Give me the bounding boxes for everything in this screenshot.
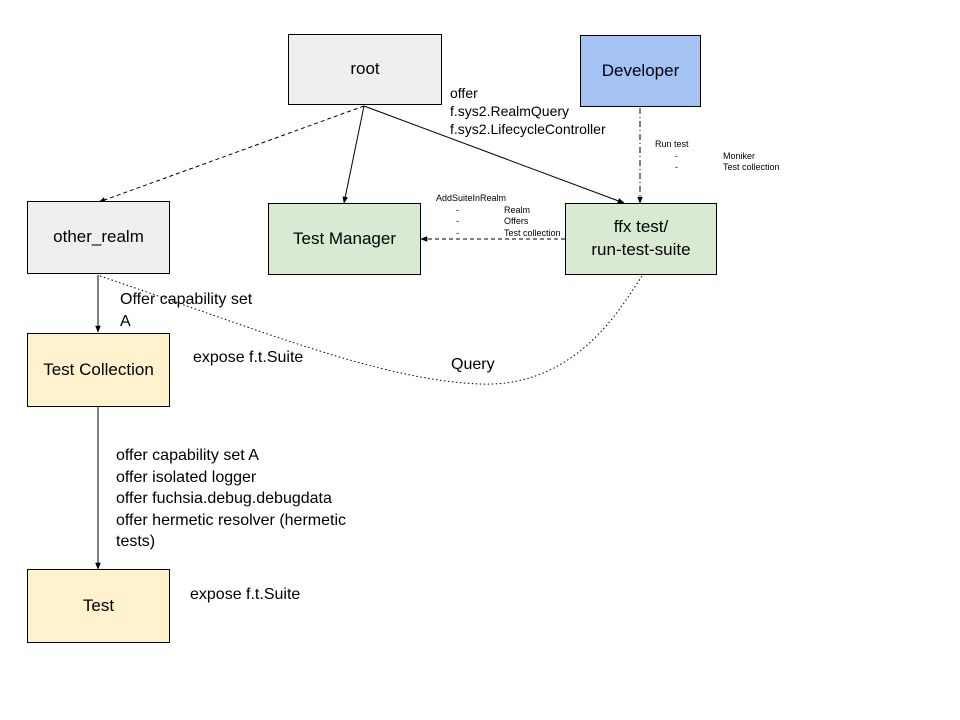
label-expose-test: expose f.t.Suite xyxy=(190,586,301,603)
edge-root-to-ffx xyxy=(363,105,625,204)
label-add-suite: AddSuiteInRealm Realm Offers Test collec… xyxy=(436,193,561,240)
label-run-test-item: Moniker xyxy=(675,151,780,163)
node-ffx-label-line1: ffx test/ xyxy=(613,217,669,237)
node-test: Test xyxy=(27,569,170,643)
label-root-offer-line: f.sys2.LifecycleController xyxy=(450,121,606,138)
label-test-offers-line: offer fuchsia.debug.debugdata xyxy=(116,490,332,508)
label-test-offers: offer capability set A offer isolated lo… xyxy=(116,445,346,553)
label-test-offers-line: offer isolated logger xyxy=(116,468,257,486)
node-test-collection-label: Test Collection xyxy=(43,359,154,379)
node-other-realm-label: other_realm xyxy=(53,227,144,247)
node-test-manager: Test Manager xyxy=(268,203,421,275)
label-expose-collection: expose f.t.Suite xyxy=(193,349,304,366)
label-test-offers-line: offer capability set A xyxy=(116,447,259,464)
label-test-offers-line: tests) xyxy=(116,533,156,551)
node-root: root xyxy=(288,34,442,105)
label-offer-capability-set: Offer capability set A xyxy=(120,289,252,332)
label-run-test-item: Test collection xyxy=(675,162,780,174)
label-offer-capability-set-line: A xyxy=(120,312,131,330)
label-test-offers-line: offer hermetic resolver (hermetic xyxy=(116,511,346,529)
label-add-suite-item: Realm xyxy=(456,205,561,217)
label-add-suite-item: Offers xyxy=(456,216,561,228)
node-ffx-label-line2: run-test-suite xyxy=(591,240,691,259)
edge-root-to-test-manager xyxy=(342,105,365,204)
node-ffx-test: ffx test/ run-test-suite xyxy=(565,203,717,275)
node-developer-label: Developer xyxy=(601,60,680,80)
node-other-realm: other_realm xyxy=(27,201,170,274)
label-root-offer: offer f.sys2.RealmQuery f.sys2.Lifecycle… xyxy=(450,84,606,139)
node-developer: Developer xyxy=(580,35,701,107)
node-test-label: Test xyxy=(82,595,115,615)
edge-query-curve xyxy=(99,275,643,385)
node-test-collection: Test Collection xyxy=(27,333,170,407)
label-root-offer-line: offer xyxy=(450,85,478,101)
label-run-test: Run test Moniker Test collection xyxy=(655,139,780,174)
node-root-label: root xyxy=(350,59,380,79)
label-add-suite-item: Test collection xyxy=(456,228,561,240)
label-run-test-title: Run test xyxy=(655,139,689,149)
label-offer-capability-set-line: Offer capability set xyxy=(120,291,253,308)
edge-root-to-other-realm xyxy=(98,105,365,203)
label-root-offer-line: f.sys2.RealmQuery xyxy=(450,103,570,120)
label-add-suite-title: AddSuiteInRealm xyxy=(436,193,507,203)
node-test-manager-label: Test Manager xyxy=(293,228,396,248)
label-query: Query xyxy=(451,356,495,373)
